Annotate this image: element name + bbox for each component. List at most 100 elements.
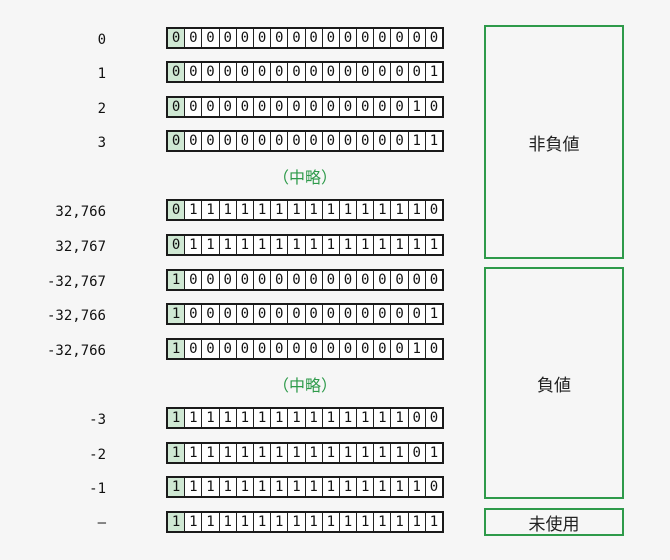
bit-cell: 0: [184, 98, 201, 116]
sign-bit: 1: [168, 478, 185, 496]
bit-cell: 0: [235, 340, 253, 358]
bit-cell: 0: [321, 132, 339, 150]
sign-bit: 0: [168, 236, 185, 254]
bit-cell: 1: [407, 98, 425, 116]
bit-cell: 1: [407, 513, 425, 531]
bit-cell: 0: [218, 98, 236, 116]
bit-cell: 1: [252, 409, 270, 427]
bit-cell: 0: [304, 305, 322, 323]
bit-cell: 0: [252, 63, 270, 81]
bit-cell: 1: [373, 513, 390, 531]
bit-cell: 1: [356, 444, 373, 462]
bit-cell: 0: [424, 98, 442, 116]
bit-cell: 1: [373, 236, 390, 254]
bit-cell: 0: [373, 340, 390, 358]
sign-bit: 1: [168, 409, 185, 427]
bit-cell: 1: [390, 513, 407, 531]
bit-cell: 0: [252, 98, 270, 116]
bit-cell: 0: [235, 305, 253, 323]
bit-cell: 0: [373, 271, 390, 289]
bit-cell: 1: [373, 409, 390, 427]
row-label: -32,766: [46, 308, 106, 324]
bit-cell: 1: [424, 63, 442, 81]
bit-cell: 1: [270, 513, 287, 531]
bit-cell: 0: [184, 63, 201, 81]
bit-cell: 1: [390, 478, 407, 496]
sign-bit: 1: [168, 305, 185, 323]
bit-cell: 0: [407, 63, 425, 81]
bit-cell: 1: [235, 444, 253, 462]
bit-cell: 0: [201, 132, 218, 150]
bit-cell: 0: [356, 132, 373, 150]
bit-cell: 0: [201, 305, 218, 323]
bit-cell: 0: [407, 305, 425, 323]
bit-cell: 1: [218, 409, 236, 427]
bit-cell: 0: [270, 305, 287, 323]
bit-cell: 0: [201, 63, 218, 81]
bit-cell: 0: [287, 132, 304, 150]
bit-cell: 1: [338, 513, 356, 531]
bit-cell: 0: [373, 305, 390, 323]
bit-cell: 0: [321, 271, 339, 289]
bit-cell: 1: [201, 236, 218, 254]
bit-cell: 1: [304, 444, 322, 462]
bit-cell: 1: [235, 236, 253, 254]
bit-cell: 1: [373, 201, 390, 219]
sign-bit: 0: [168, 63, 185, 81]
bit-cell: 1: [321, 513, 339, 531]
bit-cell: 1: [424, 236, 442, 254]
sign-bit: 1: [168, 513, 185, 531]
bit-cell: 1: [424, 513, 442, 531]
bit-cell: 1: [201, 478, 218, 496]
row-label: -1: [89, 481, 106, 497]
bit-cell: 1: [304, 478, 322, 496]
bit-cell: 0: [338, 98, 356, 116]
bit-cell: 0: [184, 340, 201, 358]
bit-cell: 0: [218, 132, 236, 150]
bit-cell: 0: [424, 271, 442, 289]
bit-cell: 1: [235, 409, 253, 427]
bit-cell: 1: [184, 444, 201, 462]
bit-cell: 0: [235, 29, 253, 47]
bit-cell: 1: [287, 513, 304, 531]
bit-cell: 0: [304, 29, 322, 47]
range-label: 未使用: [528, 514, 580, 535]
bit-cell: 0: [390, 63, 407, 81]
bit-cell: 1: [407, 478, 425, 496]
bit-cell: 0: [338, 340, 356, 358]
bit-cell: 0: [270, 98, 287, 116]
bit-cell: 1: [356, 236, 373, 254]
bit-cell: 1: [321, 478, 339, 496]
bit-cell: 0: [321, 305, 339, 323]
row-label: -2: [89, 447, 106, 463]
bit-cell: 1: [356, 513, 373, 531]
bit-cell: 1: [407, 340, 425, 358]
row-label: 2: [97, 101, 106, 117]
bit-cell: 1: [270, 236, 287, 254]
bit-cell: 1: [407, 132, 425, 150]
bit-cell: 1: [321, 201, 339, 219]
bit-cell: 1: [338, 444, 356, 462]
bit-cell: 0: [201, 340, 218, 358]
bit-cell: 0: [201, 271, 218, 289]
bit-cell: 1: [338, 409, 356, 427]
bit-cell: 0: [356, 305, 373, 323]
sign-bit: 0: [168, 98, 185, 116]
bit-cell: 1: [407, 236, 425, 254]
bit-cell: 0: [390, 29, 407, 47]
bit-cell: 0: [184, 305, 201, 323]
bit-cell: 0: [218, 305, 236, 323]
bit-cell: 1: [218, 513, 236, 531]
omission-marker: （中略）: [272, 168, 337, 187]
sign-bit: 1: [168, 271, 185, 289]
bit-cell: 1: [184, 513, 201, 531]
bit-cell: 0: [270, 29, 287, 47]
bit-cell: 0: [390, 305, 407, 323]
bit-cell: 1: [287, 236, 304, 254]
bit-cell: 0: [390, 271, 407, 289]
bit-cell: 1: [184, 201, 201, 219]
